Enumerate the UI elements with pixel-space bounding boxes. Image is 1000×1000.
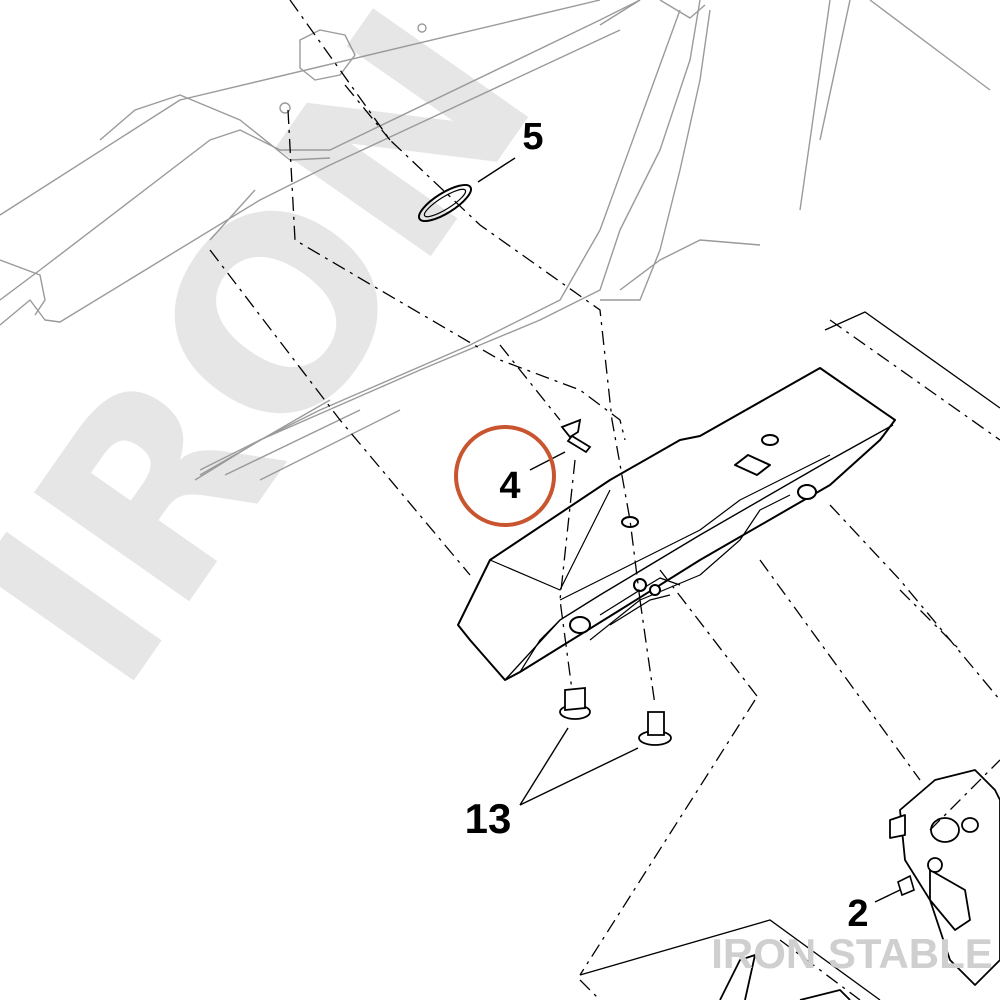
flanged-bolt bbox=[559, 687, 672, 746]
callout-13: 13 bbox=[465, 795, 512, 842]
watermark-logo: IRON STABLE bbox=[711, 930, 993, 977]
mounting-bracket bbox=[457, 367, 896, 681]
callout-2: 2 bbox=[847, 893, 868, 935]
callout-5: 5 bbox=[522, 116, 543, 158]
caliper-assembly bbox=[719, 769, 1000, 1000]
o-ring-part bbox=[418, 183, 472, 223]
ghost-frame bbox=[0, 0, 991, 481]
assembly-lines bbox=[209, 0, 1000, 1000]
callout-4: 4 bbox=[499, 465, 520, 507]
frame-outline bbox=[579, 311, 1000, 1000]
highlight-circle bbox=[454, 425, 556, 527]
set-screw bbox=[897, 874, 915, 897]
flat-head-screw bbox=[560, 418, 592, 454]
leader-lines bbox=[477, 157, 901, 903]
